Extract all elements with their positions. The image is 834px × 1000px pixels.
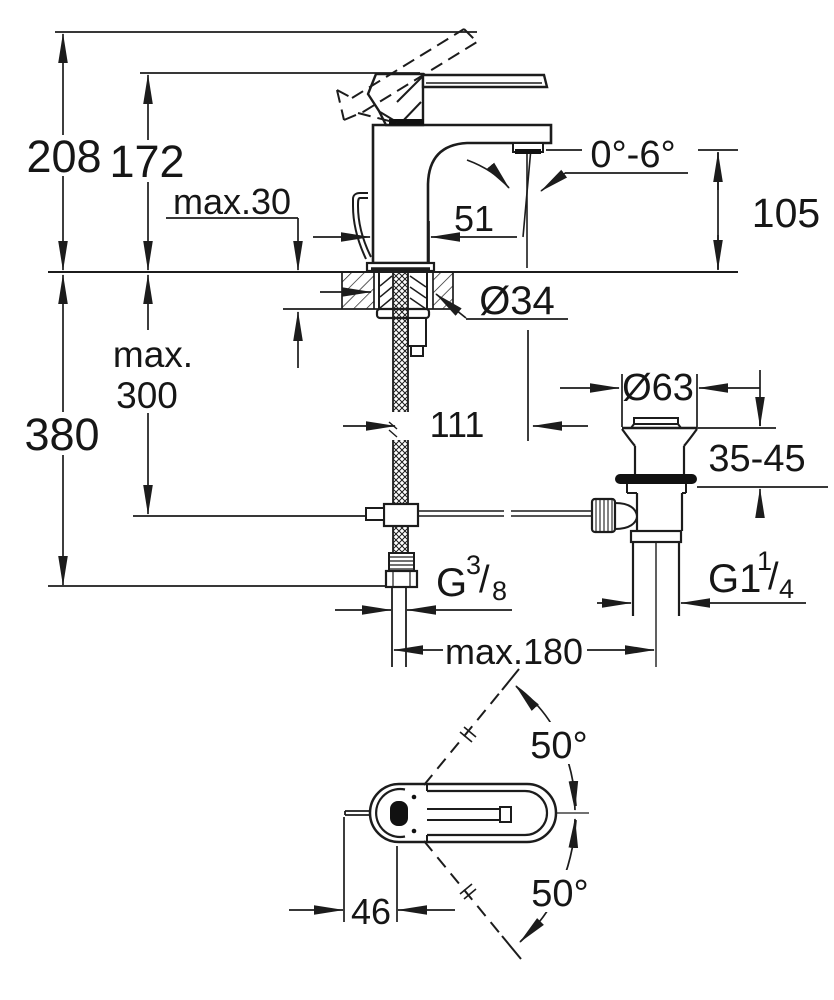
waste-button: [633, 417, 679, 425]
dim-below-deck-height: 380: [24, 409, 99, 460]
flex-hose: [388, 273, 409, 553]
dim-hole-diameter: Ø34: [479, 279, 555, 323]
dim-aerator-angle: 0°-6°: [590, 134, 675, 176]
waste-seal: [615, 474, 697, 484]
dim-height-to-outlet: 172: [109, 136, 184, 187]
rod-tee: [382, 502, 420, 528]
handle-swung-dashed: [336, 28, 478, 124]
dim-outlet-height: 105: [752, 190, 820, 236]
dim-body-width: 51: [454, 198, 494, 239]
dim-waste-flange-diameter: Ø63: [622, 367, 694, 409]
dim-hose-clearance-2: 300: [116, 375, 178, 416]
dim-waste-deck-range: 35-45: [708, 438, 805, 480]
dim-swivel-lower: 50°: [531, 873, 588, 915]
popup-waste: [590, 417, 698, 667]
dim-outlet-projection: 111: [430, 404, 485, 445]
dim-max-rod-length: max.180: [445, 631, 583, 672]
supply-nut: [384, 569, 419, 589]
dimension-lines: [58, 33, 806, 915]
dimension-labels: 208 172 max.30 51 0°-6° 105 Ø34 max. 300…: [24, 131, 820, 932]
faucet-plan-view: [344, 782, 558, 844]
dim-total-height: 208: [26, 131, 101, 182]
popup-rod-horizontal: [418, 510, 592, 517]
water-stream-lines: [522, 147, 532, 268]
dim-hose-clearance-1: max.: [113, 334, 193, 375]
dim-supply-thread: G 3 / 8: [436, 550, 507, 606]
handle-lever: [421, 73, 549, 89]
second-hose-stub: [407, 317, 427, 347]
hose-connector: [388, 552, 415, 572]
handle-body: [366, 72, 425, 127]
faucet-side-view: [336, 28, 553, 273]
dim-max-deck-thickness: max.30: [173, 181, 291, 222]
lever-pivot: [390, 801, 408, 826]
dim-swivel-upper: 50°: [530, 725, 587, 767]
label-backgrounds: [525, 722, 596, 912]
popup-rod-hook: [352, 192, 372, 260]
deck-mounting: [342, 272, 592, 667]
dim-rod-offset: 46: [351, 891, 391, 932]
dim-waste-thread: G1 1 / 4: [708, 546, 794, 604]
